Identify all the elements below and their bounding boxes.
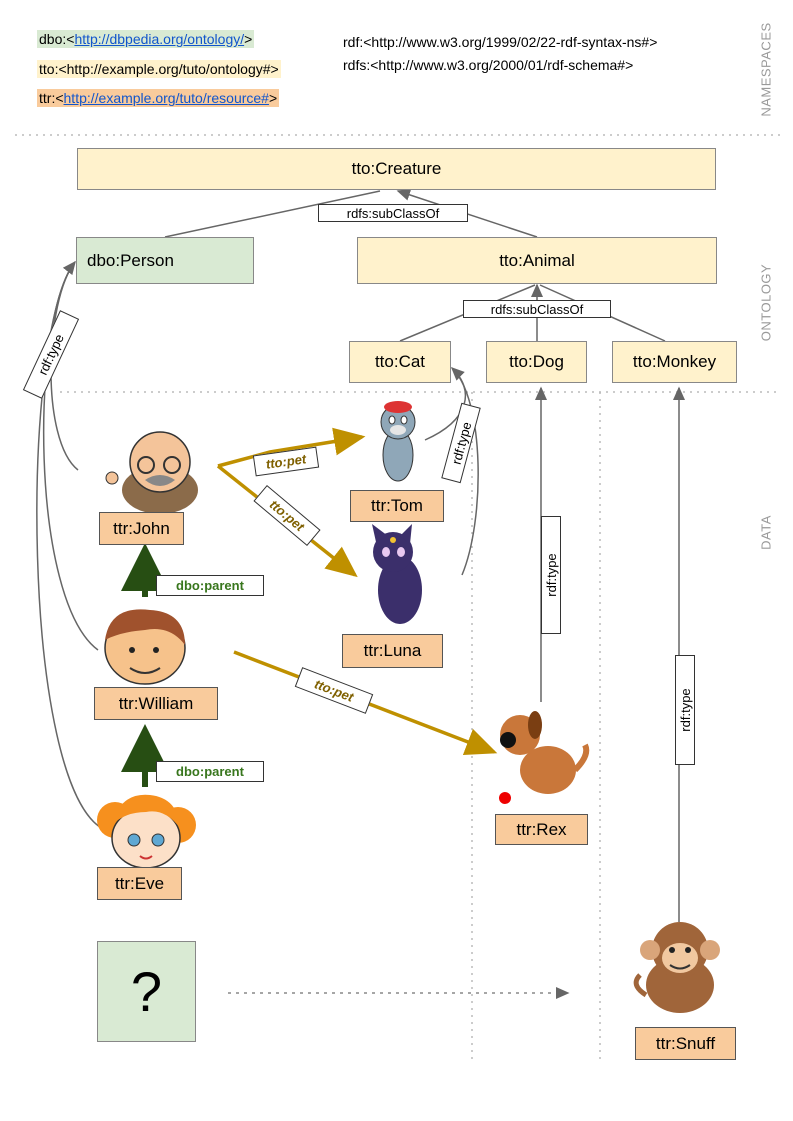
edge-label-subclass-2: rdfs:subClassOf — [463, 300, 611, 318]
namespace-rdfs: rdfs:<http://www.w3.org/2000/01/rdf-sche… — [343, 57, 634, 73]
rex-illustration — [499, 711, 590, 804]
john-illustration — [105, 431, 198, 514]
edge-label-type-monkey: rdf:type — [675, 655, 695, 765]
namespace-dbo-link[interactable]: http://dbpedia.org/ontology/ — [74, 31, 245, 47]
edge-label-parent-john: dbo:parent — [156, 575, 264, 596]
namespace-ttr-link[interactable]: http://example.org/tuto/resource# — [63, 90, 269, 106]
namespace-ttr-suffix: > — [268, 90, 278, 106]
section-label-ontology: ONTOLOGY — [758, 263, 774, 342]
class-monkey: tto:Monkey — [612, 341, 737, 383]
resource-tom: ttr:Tom — [350, 490, 444, 522]
namespace-dbo-suffix: > — [244, 31, 253, 47]
unknown-resource-box: ? — [97, 941, 196, 1042]
class-dog: tto:Dog — [486, 341, 587, 383]
edge-label-subclass-1: rdfs:subClassOf — [318, 204, 468, 222]
namespace-rdf: rdf:<http://www.w3.org/1999/02/22-rdf-sy… — [343, 34, 658, 50]
namespace-ttr: ttr:<http://example.org/tuto/resource#> — [37, 89, 280, 107]
namespace-tto: tto:<http://example.org/tuto/ontology#> — [37, 60, 281, 78]
namespace-dbo-prefix: dbo:< — [39, 31, 75, 47]
tom-illustration — [380, 401, 416, 482]
pet-tom-edge — [217, 427, 366, 468]
luna-illustration — [372, 524, 422, 624]
resource-luna: ttr:Luna — [342, 634, 443, 668]
class-person: dbo:Person — [76, 237, 254, 284]
type-eve-edge — [36, 261, 106, 831]
resource-snuff: ttr:Snuff — [635, 1027, 736, 1060]
subclass-person-edge — [164, 190, 381, 238]
william-illustration — [104, 609, 186, 685]
resource-john: ttr:John — [99, 512, 184, 545]
resource-william: ttr:William — [94, 687, 218, 720]
eve-illustration — [97, 794, 196, 869]
section-label-namespaces: NAMESPACES — [758, 22, 774, 117]
class-animal: tto:Animal — [357, 237, 717, 284]
class-creature: tto:Creature — [77, 148, 716, 190]
snuff-illustration — [633, 922, 720, 1013]
edge-label-parent-william: dbo:parent — [156, 761, 264, 782]
class-cat: tto:Cat — [349, 341, 451, 383]
type-luna-edge — [451, 367, 479, 576]
resource-eve: ttr:Eve — [97, 867, 182, 900]
namespace-ttr-prefix: ttr:< — [39, 90, 64, 106]
edge-label-type-dog: rdf:type — [541, 516, 561, 634]
namespace-dbo: dbo:<http://dbpedia.org/ontology/> — [37, 30, 255, 48]
section-label-data: DATA — [758, 515, 774, 550]
resource-rex: ttr:Rex — [495, 814, 588, 845]
